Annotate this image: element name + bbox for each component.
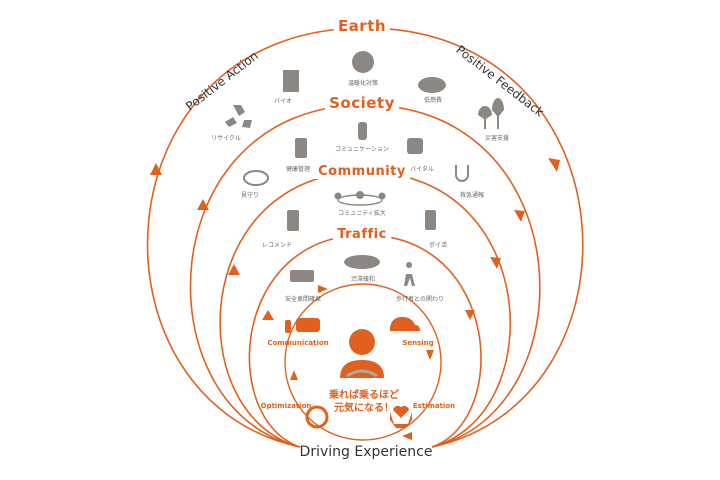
- earth-globe-icon: [352, 51, 374, 73]
- ring-label-community: Community: [314, 164, 410, 179]
- driving-experience-label: Driving Experience: [299, 444, 433, 460]
- pedestrian-icon: [404, 262, 415, 286]
- points-phone-icon: [425, 210, 436, 230]
- core-message: 乗れば乗るほど 元気になる！: [329, 389, 399, 415]
- driver-head-icon: [349, 329, 375, 355]
- ring-label-earth: Earth: [333, 18, 391, 35]
- cycle-estimation: Estimation: [412, 402, 456, 410]
- society-item: バイタル: [410, 166, 434, 173]
- arc-arrows: [150, 158, 560, 440]
- steering-wheel-icon: [346, 369, 378, 378]
- person-icon: [356, 191, 364, 199]
- traffic-item: 渋滞緩和: [350, 276, 376, 283]
- traffic-jam-icon: [344, 255, 380, 269]
- cycle-optimization: Optimization: [260, 402, 312, 410]
- society-item: 見守り: [240, 192, 260, 199]
- person-icon: [334, 192, 342, 200]
- society-item: 救急通報: [459, 192, 485, 199]
- ring-label-traffic: Traffic: [333, 227, 391, 242]
- earth-item: 災害支援: [484, 135, 510, 142]
- traffic-item: 安全車間確保: [284, 296, 322, 303]
- person-icon: [378, 192, 386, 200]
- eco-car-icon: [418, 77, 446, 93]
- cycle-loop: [284, 283, 442, 441]
- optimization-wheel-icon: [305, 405, 329, 429]
- core-line-1: 乗れば乗るほど: [329, 390, 399, 401]
- bio-fuel-icon: [283, 70, 299, 92]
- stethoscope-icon: [455, 165, 469, 182]
- icons: [225, 51, 504, 286]
- core-line-2: 元気になる！: [334, 403, 394, 414]
- recycle-icon: [225, 105, 252, 128]
- forest-icon: [478, 98, 504, 129]
- community-item: ポイ活: [428, 242, 448, 249]
- earth-item: リサイクル: [211, 135, 241, 142]
- sensing-car-icon: [390, 317, 420, 331]
- cycle-communication: Communication: [267, 339, 329, 347]
- earth-item: 低燃費: [423, 97, 443, 104]
- cycle-icons: [285, 317, 420, 429]
- recommend-phone-icon: [287, 210, 299, 231]
- safe-distance-icon: [290, 270, 314, 282]
- community-item: コミュニティ拡大: [338, 210, 386, 217]
- ring-label-society: Society: [325, 95, 399, 112]
- community-item: レコメンド: [261, 242, 293, 249]
- communication-car-icon: [296, 318, 320, 332]
- smartwatch-icon: [407, 138, 423, 154]
- earth-item: 温暖化対策: [347, 80, 379, 87]
- earth-item: バイオ: [273, 98, 293, 105]
- health-phone-icon: [295, 138, 307, 158]
- estimation-hands-heart-icon: [390, 405, 412, 428]
- traffic-item: 歩行者との関わり: [396, 296, 444, 303]
- cycle-sensing: Sensing: [402, 339, 434, 347]
- society-item: コミュニケーション: [335, 146, 389, 153]
- connected-car-icon: [358, 122, 367, 140]
- eye-icon: [243, 170, 269, 186]
- society-item: 健康管理: [285, 166, 311, 173]
- communication-device-icon: [285, 320, 291, 333]
